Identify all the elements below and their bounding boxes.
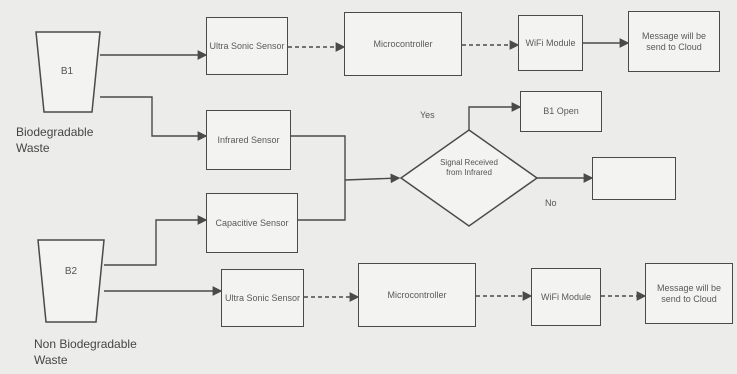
biodegradable-label: Biodegradable Waste — [16, 124, 93, 156]
bin-b1-label: B1 — [60, 66, 74, 77]
decision-diamond-shape — [399, 129, 539, 227]
bin-b1-shape — [35, 31, 101, 113]
message-cloud-top: Message will be send to Cloud — [628, 11, 720, 72]
non-biodegradable-label: Non Biodegradable Waste — [34, 336, 137, 368]
b2-opens-box — [592, 157, 676, 200]
message-cloud-bottom: Message will be send to Cloud — [645, 263, 733, 324]
microcontroller-bottom: Microcontroller — [358, 263, 476, 327]
ultrasonic-sensor-bottom: Ultra Sonic Sensor — [221, 269, 304, 327]
wifi-module-top: WiFi Module — [518, 15, 583, 71]
bin-b2-label: B2 — [64, 266, 78, 277]
arrow-b1-infrared — [100, 96, 208, 141]
non-biodegradable-label-line1: Non Biodegradable — [34, 337, 137, 351]
line-infrared-join — [291, 135, 346, 182]
decision-no-label: No — [545, 198, 557, 208]
capacitive-sensor: Capacitive Sensor — [206, 193, 298, 253]
decision-text: Signal Received from Infrared — [440, 158, 498, 177]
arrow-yes-b1-open — [468, 102, 522, 130]
infrared-sensor: Infrared Sensor — [206, 110, 291, 170]
wifi-module-bottom: WiFi Module — [531, 268, 601, 326]
ultrasonic-sensor-top: Ultra Sonic Sensor — [206, 17, 288, 75]
b1-open-box: B1 Open — [520, 91, 602, 132]
non-biodegradable-label-line2: Waste — [34, 353, 68, 368]
biodegradable-label-line1: Biodegradable — [16, 125, 94, 139]
bin-b2-shape — [37, 239, 105, 323]
arrow-join-diamond — [344, 173, 401, 184]
arrow-b2-capacitive — [104, 215, 208, 266]
microcontroller-top: Microcontroller — [344, 12, 462, 76]
biodegradable-label-line2: Waste — [16, 141, 50, 156]
line-capacitive-join — [298, 182, 346, 221]
decision-yes-label: Yes — [420, 110, 435, 120]
